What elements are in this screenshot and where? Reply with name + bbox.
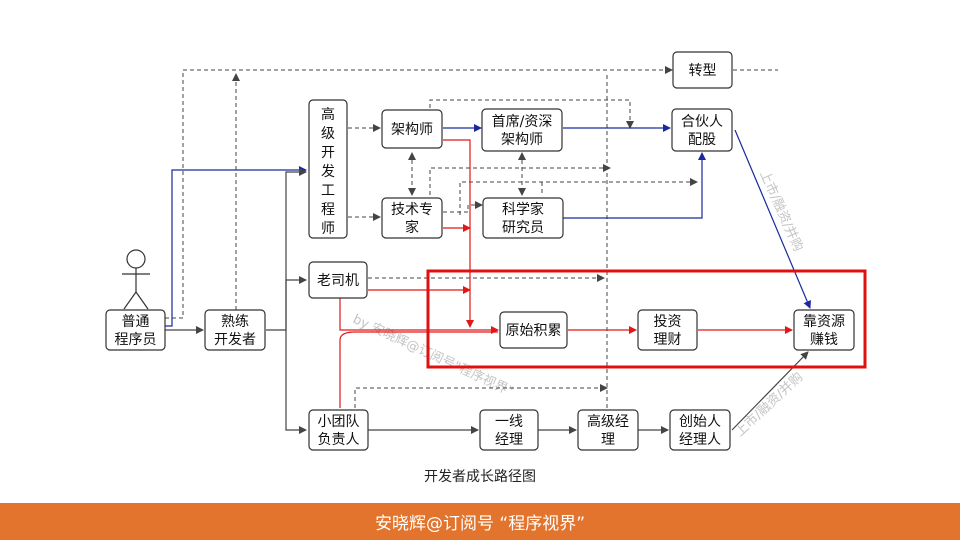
svg-text:一线: 一线: [495, 414, 523, 430]
svg-text:程序员: 程序员: [115, 332, 157, 348]
svg-text:转型: 转型: [689, 63, 717, 79]
dashed-connectors: [165, 66, 778, 410]
node-frontline-manager: 一线 经理: [479, 409, 539, 451]
svg-text:原始积累: 原始积累: [506, 323, 562, 339]
node-primitive-accumulation: 原始积累: [499, 311, 568, 349]
ipo-label-lower: 上市/融资/并购: [732, 369, 806, 440]
svg-text:工: 工: [321, 183, 335, 199]
node-resources: 靠资源 赚钱: [793, 309, 855, 351]
diagram-caption: 开发者成长路径图: [424, 469, 536, 485]
svg-text:合伙人: 合伙人: [681, 114, 723, 130]
svg-text:架构师: 架构师: [501, 132, 543, 148]
svg-text:投资: 投资: [654, 314, 682, 330]
svg-text:理财: 理财: [654, 332, 682, 348]
svg-text:程: 程: [321, 202, 335, 218]
watermark-text: by 安晓辉@订阅号"程序视界": [350, 312, 515, 400]
node-chief-architect: 首席/资深 架构师: [481, 108, 563, 152]
red-connectors: [339, 139, 793, 408]
node-architect: 架构师: [381, 109, 443, 149]
svg-text:级: 级: [321, 126, 335, 142]
node-tech-expert: 技术专 家: [381, 197, 443, 239]
svg-text:技术专: 技术专: [391, 202, 433, 218]
node-senior-manager: 高级经 理: [577, 409, 639, 451]
stick-figure-icon: [122, 249, 150, 310]
node-ordinary-programmer: 普通 程序员: [105, 309, 166, 351]
highlight-box: [426, 269, 867, 369]
svg-text:普通: 普通: [122, 314, 150, 330]
footer-text: 安晓辉@订阅号 “程序视界”: [374, 514, 586, 534]
node-founder: 创始人 经理人: [669, 409, 731, 451]
svg-text:配股: 配股: [688, 132, 716, 148]
svg-text:高: 高: [321, 106, 335, 123]
svg-text:小团队: 小团队: [318, 414, 360, 430]
node-team-lead: 小团队 负责人: [308, 409, 369, 451]
svg-text:高级经: 高级经: [587, 413, 629, 430]
svg-text:科学家: 科学家: [502, 201, 544, 218]
svg-text:靠资源: 靠资源: [803, 314, 845, 330]
node-partner: 合伙人 配股: [671, 108, 733, 152]
svg-text:赚钱: 赚钱: [810, 332, 838, 348]
node-zhuanxing: 转型: [672, 51, 733, 89]
svg-text:开发者: 开发者: [214, 332, 256, 348]
svg-text:师: 师: [321, 221, 335, 237]
node-investment: 投资 理财: [637, 309, 698, 351]
svg-text:研究员: 研究员: [502, 220, 544, 236]
blue-connectors: [165, 124, 811, 327]
svg-text:发: 发: [321, 164, 335, 180]
svg-text:经理人: 经理人: [679, 432, 721, 448]
node-old-driver: 老司机: [308, 261, 368, 299]
growth-path-diagram: by 安晓辉@订阅号"程序视界": [105, 51, 867, 485]
node-skilled-developer: 熟练 开发者: [204, 309, 266, 351]
svg-text:经理: 经理: [495, 432, 523, 448]
svg-text:首席/资深: 首席/资深: [492, 114, 553, 130]
node-senior-developer: 高 级 开 发 工 程 师: [308, 99, 348, 239]
svg-text:理: 理: [601, 432, 615, 448]
footer-banner: 安晓辉@订阅号 “程序视界”: [0, 503, 960, 540]
svg-text:老司机: 老司机: [317, 273, 359, 289]
node-scientist: 科学家 研究员: [482, 197, 564, 239]
svg-text:架构师: 架构师: [391, 122, 433, 138]
svg-text:家: 家: [405, 219, 419, 236]
svg-text:开: 开: [321, 145, 335, 161]
svg-text:熟练: 熟练: [221, 314, 249, 330]
svg-text:创始人: 创始人: [679, 414, 721, 430]
dark-connectors: [165, 168, 809, 434]
svg-text:负责人: 负责人: [318, 432, 360, 448]
